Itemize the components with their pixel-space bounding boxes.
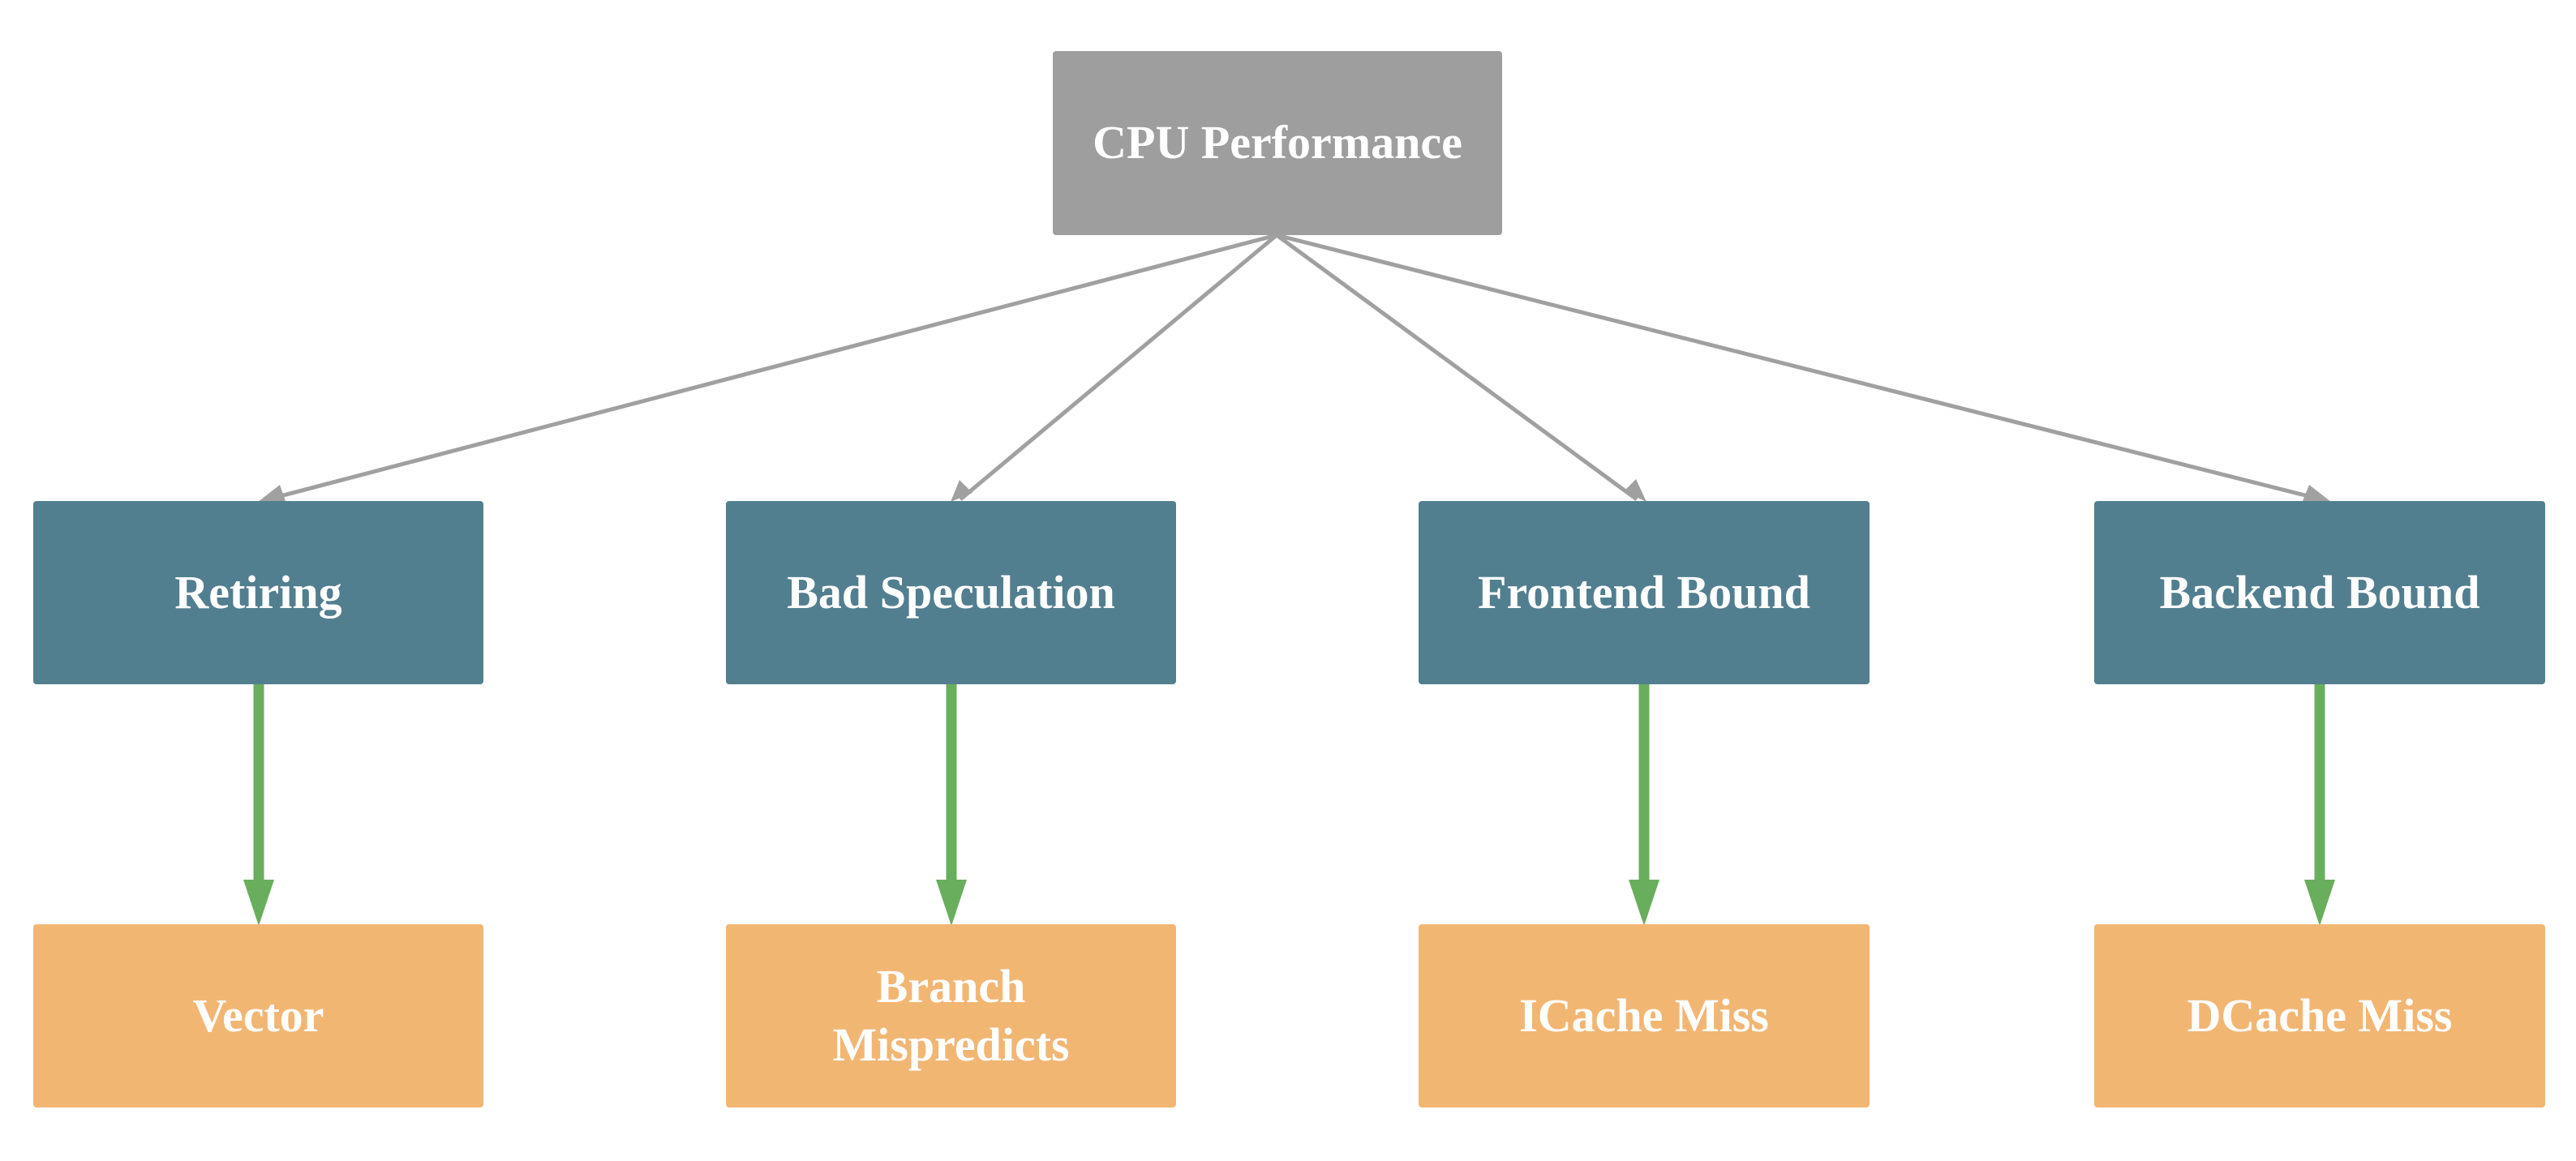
- leaf-node-branch-mispredicts: Branch Mispredicts: [726, 924, 1176, 1107]
- arrowhead-branch-mispredicts: [936, 880, 967, 926]
- arrowhead-frontend-bound: [1624, 479, 1646, 502]
- edge-root-to-retiring: [267, 233, 1277, 502]
- edge-root-to-backend-bound: [1276, 233, 2322, 502]
- category-node-label: Frontend Bound: [1478, 565, 1810, 619]
- root-node-label: CPU Performance: [1093, 116, 1462, 169]
- arrowhead-bad-speculation: [951, 480, 972, 502]
- leaf-node-vector: Vector: [33, 924, 483, 1107]
- root-edges: [267, 233, 2322, 502]
- leaf-arrowheads: [243, 880, 2335, 926]
- category-node-backend-bound: Backend Bound: [2094, 501, 2545, 684]
- arrowhead-icache-miss: [1629, 880, 1659, 926]
- leaf-node-icache-miss: ICache Miss: [1419, 924, 1870, 1107]
- arrowhead-retiring: [258, 485, 286, 502]
- arrowhead-vector: [243, 880, 274, 926]
- edge-root-to-bad-speculation: [959, 233, 1278, 501]
- category-node-frontend-bound: Frontend Bound: [1419, 501, 1870, 684]
- category-node-bad-speculation: Bad Speculation: [726, 501, 1176, 684]
- leaf-node-label: ICache Miss: [1519, 988, 1769, 1042]
- root-node-cpu-performance: CPU Performance: [1053, 51, 1502, 235]
- root-arrowheads: [258, 479, 2331, 502]
- leaf-node-label: DCache Miss: [2187, 988, 2453, 1042]
- arrowhead-dcache-miss: [2304, 880, 2335, 926]
- category-node-label: Retiring: [174, 565, 342, 619]
- category-node-label: Backend Bound: [2159, 565, 2480, 619]
- leaf-node-dcache-miss: DCache Miss: [2094, 924, 2545, 1107]
- category-node-retiring: Retiring: [33, 501, 483, 684]
- leaf-node-label: Branch Mispredicts: [832, 959, 1070, 1072]
- arrowhead-backend-bound: [2303, 485, 2331, 502]
- category-node-label: Bad Speculation: [787, 565, 1115, 619]
- leaf-edges: [253, 684, 2325, 885]
- edge-root-to-frontend-bound: [1275, 233, 1638, 502]
- leaf-node-label: Vector: [192, 988, 324, 1042]
